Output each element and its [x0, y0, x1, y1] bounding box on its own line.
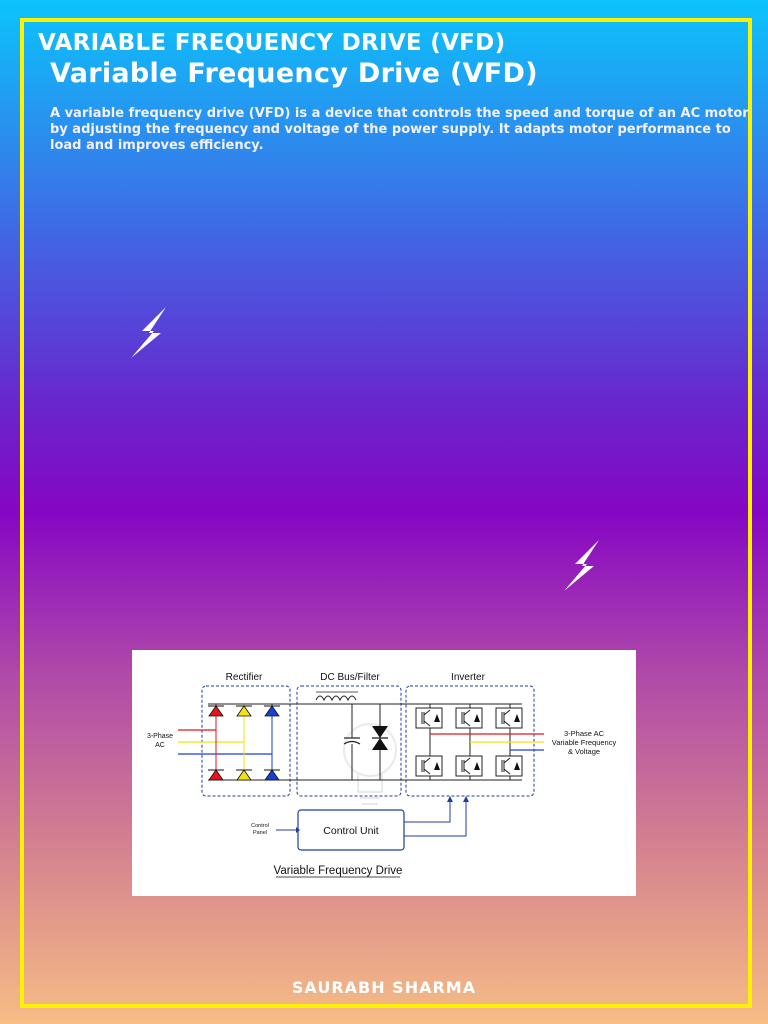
- vfd-block-diagram: Rectifier DC Bus/Filter Inverter 3-Phase…: [147, 672, 617, 878]
- rectifier-label: Rectifier: [226, 672, 263, 683]
- inverter-label: Inverter: [451, 672, 486, 683]
- lightning-bolt-icon: [131, 307, 166, 358]
- vfd-diagram: Rectifier DC Bus/Filter Inverter 3-Phase…: [132, 650, 636, 896]
- dc-inductor: [315, 695, 357, 702]
- output-label-line3: & Voltage: [568, 747, 600, 756]
- dc-bus-block: [296, 685, 402, 797]
- author-name: SAURABH SHARMA: [291, 978, 477, 997]
- dc-brake-diode: [372, 704, 388, 780]
- dc-bus-label: DC Bus/Filter: [320, 672, 380, 683]
- input-label-line2: AC: [155, 742, 165, 749]
- dc-capacitor: [343, 704, 361, 780]
- watermark-bulb: [343, 723, 397, 805]
- header-title: VARIABLE FREQUENCY DRIVE (VFD): [38, 30, 506, 56]
- rectifier-block: [201, 685, 291, 797]
- control-signal-arrow-1: [447, 796, 453, 802]
- freewheel-diodes: [434, 714, 520, 770]
- control-signal-line-1: [404, 800, 451, 823]
- inverter-switches: [415, 704, 523, 780]
- input-label-line1: 3-Phase: [147, 733, 173, 740]
- output-label-line1: 3-Phase AC: [564, 729, 605, 738]
- description-text: A variable frequency drive (VFD) is a de…: [50, 106, 749, 153]
- diagram-caption: Variable Frequency Drive: [274, 865, 403, 877]
- control-signal-arrow-2: [463, 796, 469, 802]
- inverter-block: [405, 685, 535, 797]
- control-panel-line2: Panel: [253, 830, 267, 836]
- control-panel-arrowhead: [296, 827, 300, 833]
- control-panel-line1: Control: [251, 823, 269, 829]
- page-title: Variable Frequency Drive (VFD): [50, 58, 538, 89]
- control-unit-label: Control Unit: [323, 825, 379, 837]
- lightning-bolt-icon: [564, 540, 599, 591]
- rectifier-diodes: [208, 705, 280, 781]
- output-label-line2: Variable Frequency: [552, 738, 617, 747]
- control-signal-line-2: [404, 800, 467, 837]
